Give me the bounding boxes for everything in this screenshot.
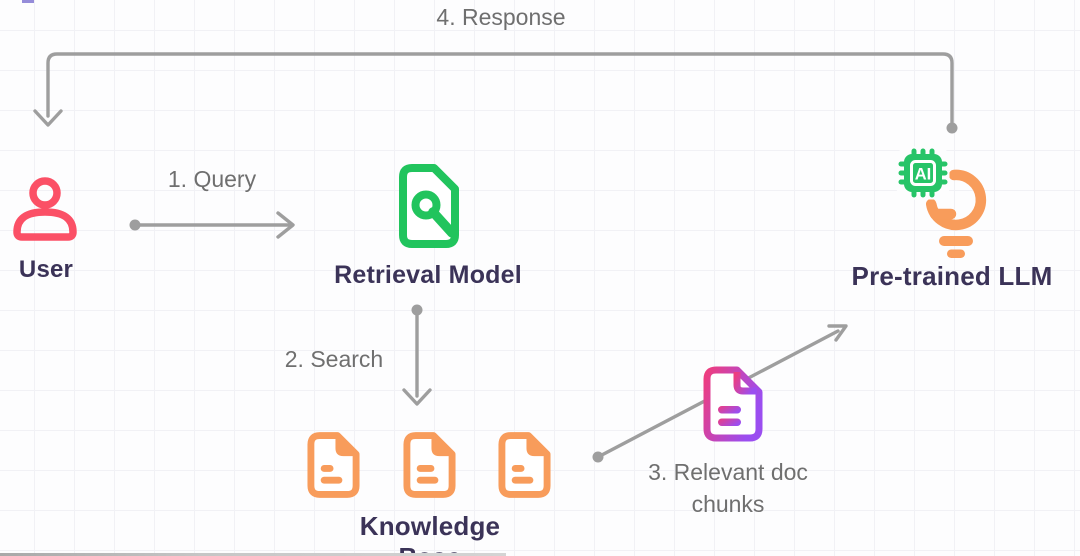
- knowledge-base-doc-icon-1: [306, 430, 361, 500]
- pretrained-llm-icon: AI: [896, 146, 994, 260]
- query-arrowhead: [276, 211, 295, 239]
- step-chunks-label: 3. Relevant doc chunks: [648, 459, 808, 517]
- top-left-clipped-mark: [22, 0, 34, 3]
- knowledge-base-label: Knowledge Base: [359, 511, 501, 556]
- ai-chip-text: AI: [915, 166, 932, 184]
- user-icon: [12, 176, 80, 246]
- user-label: User: [18, 256, 74, 283]
- step-search-label: 2. Search: [284, 346, 384, 372]
- response-arrow: [33, 52, 958, 134]
- bottom-edge-strip: [0, 553, 506, 556]
- retrieval-model-icon: [396, 163, 464, 251]
- search-arrow: [402, 304, 432, 406]
- search-arrowhead: [402, 388, 432, 406]
- query-arrow: [129, 211, 295, 239]
- relevant-doc-icon: [701, 365, 765, 443]
- knowledge-base-doc-icon-2: [402, 430, 457, 500]
- response-arrowhead: [33, 109, 63, 127]
- step-response-label: 4. Response: [436, 4, 566, 30]
- retrieval-model-label: Retrieval Model: [334, 261, 522, 289]
- pretrained-llm-label: Pre-trained LLM: [851, 261, 1053, 291]
- step-query-label: 1. Query: [167, 166, 257, 192]
- ai-chip-icon: AI: [896, 146, 950, 200]
- chunks-arrowhead: [827, 324, 848, 342]
- lightbulb-icon: [925, 169, 987, 258]
- knowledge-base-doc-icon-3: [497, 430, 552, 500]
